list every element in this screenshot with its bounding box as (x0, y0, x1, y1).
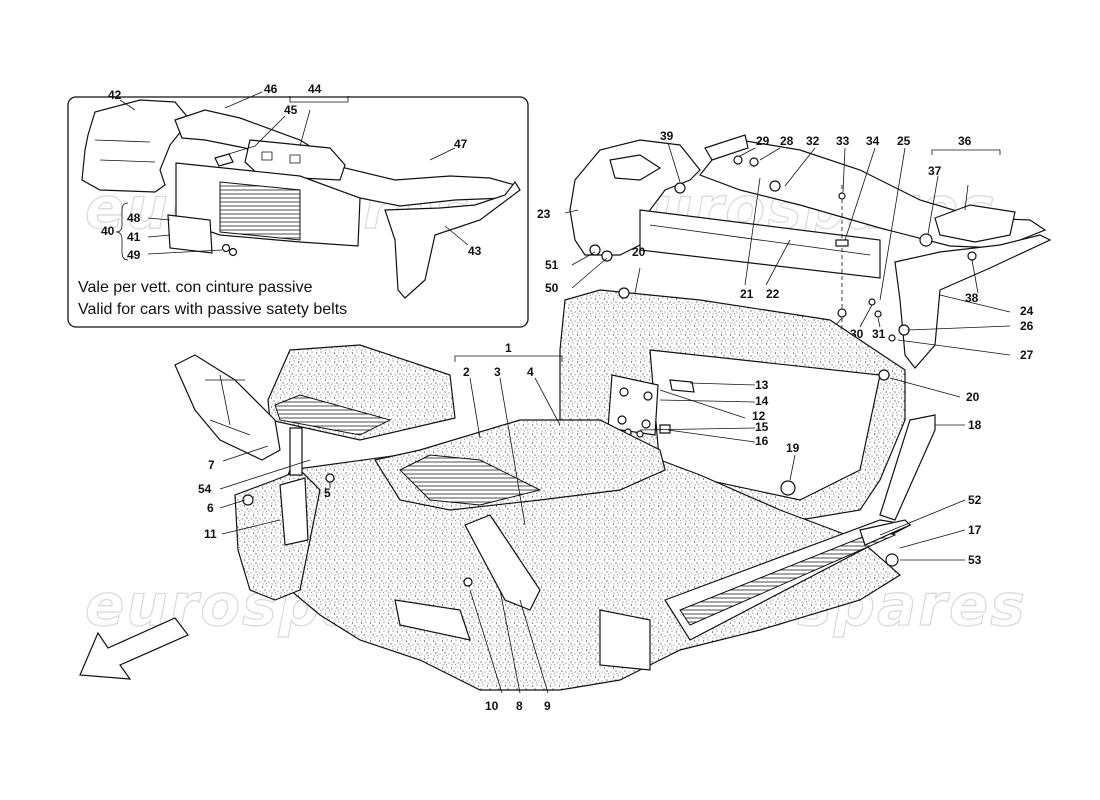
callout-38: 38 (965, 291, 979, 305)
callout-44: 44 (308, 82, 322, 96)
callout-23: 23 (537, 207, 551, 221)
callout-29: 29 (756, 134, 770, 148)
callout-25: 25 (897, 134, 911, 148)
callout-8: 8 (516, 699, 523, 713)
callout-15: 15 (755, 420, 769, 434)
callout-9: 9 (544, 699, 551, 713)
callout-1: 1 (505, 341, 512, 355)
callout-21: 21 (740, 287, 754, 301)
callout-47: 47 (454, 137, 468, 151)
callout-24: 24 (1020, 304, 1034, 318)
callout-16: 16 (755, 434, 769, 448)
callout-3: 3 (494, 365, 501, 379)
callout-7: 7 (208, 458, 215, 472)
callout-2: 2 (463, 365, 470, 379)
callout-26: 26 (1020, 319, 1034, 333)
callout-50: 50 (545, 281, 559, 295)
callout-43: 43 (468, 244, 482, 258)
callout-4: 4 (527, 365, 534, 379)
callout-20: 20 (966, 390, 980, 404)
callout-42: 42 (108, 88, 122, 102)
callout-17: 17 (968, 523, 982, 537)
callout-5: 5 (324, 486, 331, 500)
callout-34: 34 (866, 134, 880, 148)
callout-36: 36 (958, 134, 972, 148)
callout-28: 28 (780, 134, 794, 148)
callout-49: 49 (127, 248, 141, 262)
callout-54: 54 (198, 482, 212, 496)
callout-20: 20 (632, 245, 646, 259)
callout-48: 48 (127, 211, 141, 225)
callout-11: 11 (204, 527, 217, 541)
inset-note-italian: Vale per vett. con cinture passive (78, 279, 313, 296)
direction-arrow-icon (79, 617, 189, 680)
callout-37: 37 (928, 164, 942, 178)
callout-53: 53 (968, 553, 982, 567)
rear-trim-assembly: 39 29 28 32 33 34 25 36 37 23 51 50 21 2… (537, 129, 1052, 369)
callout-13: 13 (755, 378, 769, 392)
callout-6: 6 (207, 501, 214, 515)
callout-27: 27 (1020, 348, 1034, 362)
callout-40: 40 (101, 224, 115, 238)
inset-note-english: Valid for cars with passive satety belts (78, 301, 347, 318)
callout-14: 14 (755, 394, 769, 408)
callout-52: 52 (968, 493, 982, 507)
callout-46: 46 (264, 82, 278, 96)
callout-39: 39 (660, 129, 674, 143)
callout-32: 32 (806, 134, 820, 148)
inset-panel: 42 46 44 45 47 43 40 48 41 49 Vale per v… (67, 82, 529, 328)
callout-33: 33 (836, 134, 850, 148)
carpet-assembly: 1 2 3 4 7 54 5 6 11 10 8 9 20 20 13 14 1… (79, 245, 982, 713)
callout-51: 51 (545, 258, 559, 272)
callout-22: 22 (766, 287, 780, 301)
callout-45: 45 (284, 103, 298, 117)
callout-12: 12 (752, 409, 766, 423)
callout-31: 31 (872, 327, 886, 341)
callout-18: 18 (968, 418, 982, 432)
callout-10: 10 (485, 699, 499, 713)
callout-41: 41 (127, 230, 141, 244)
callout-19: 19 (786, 441, 800, 455)
